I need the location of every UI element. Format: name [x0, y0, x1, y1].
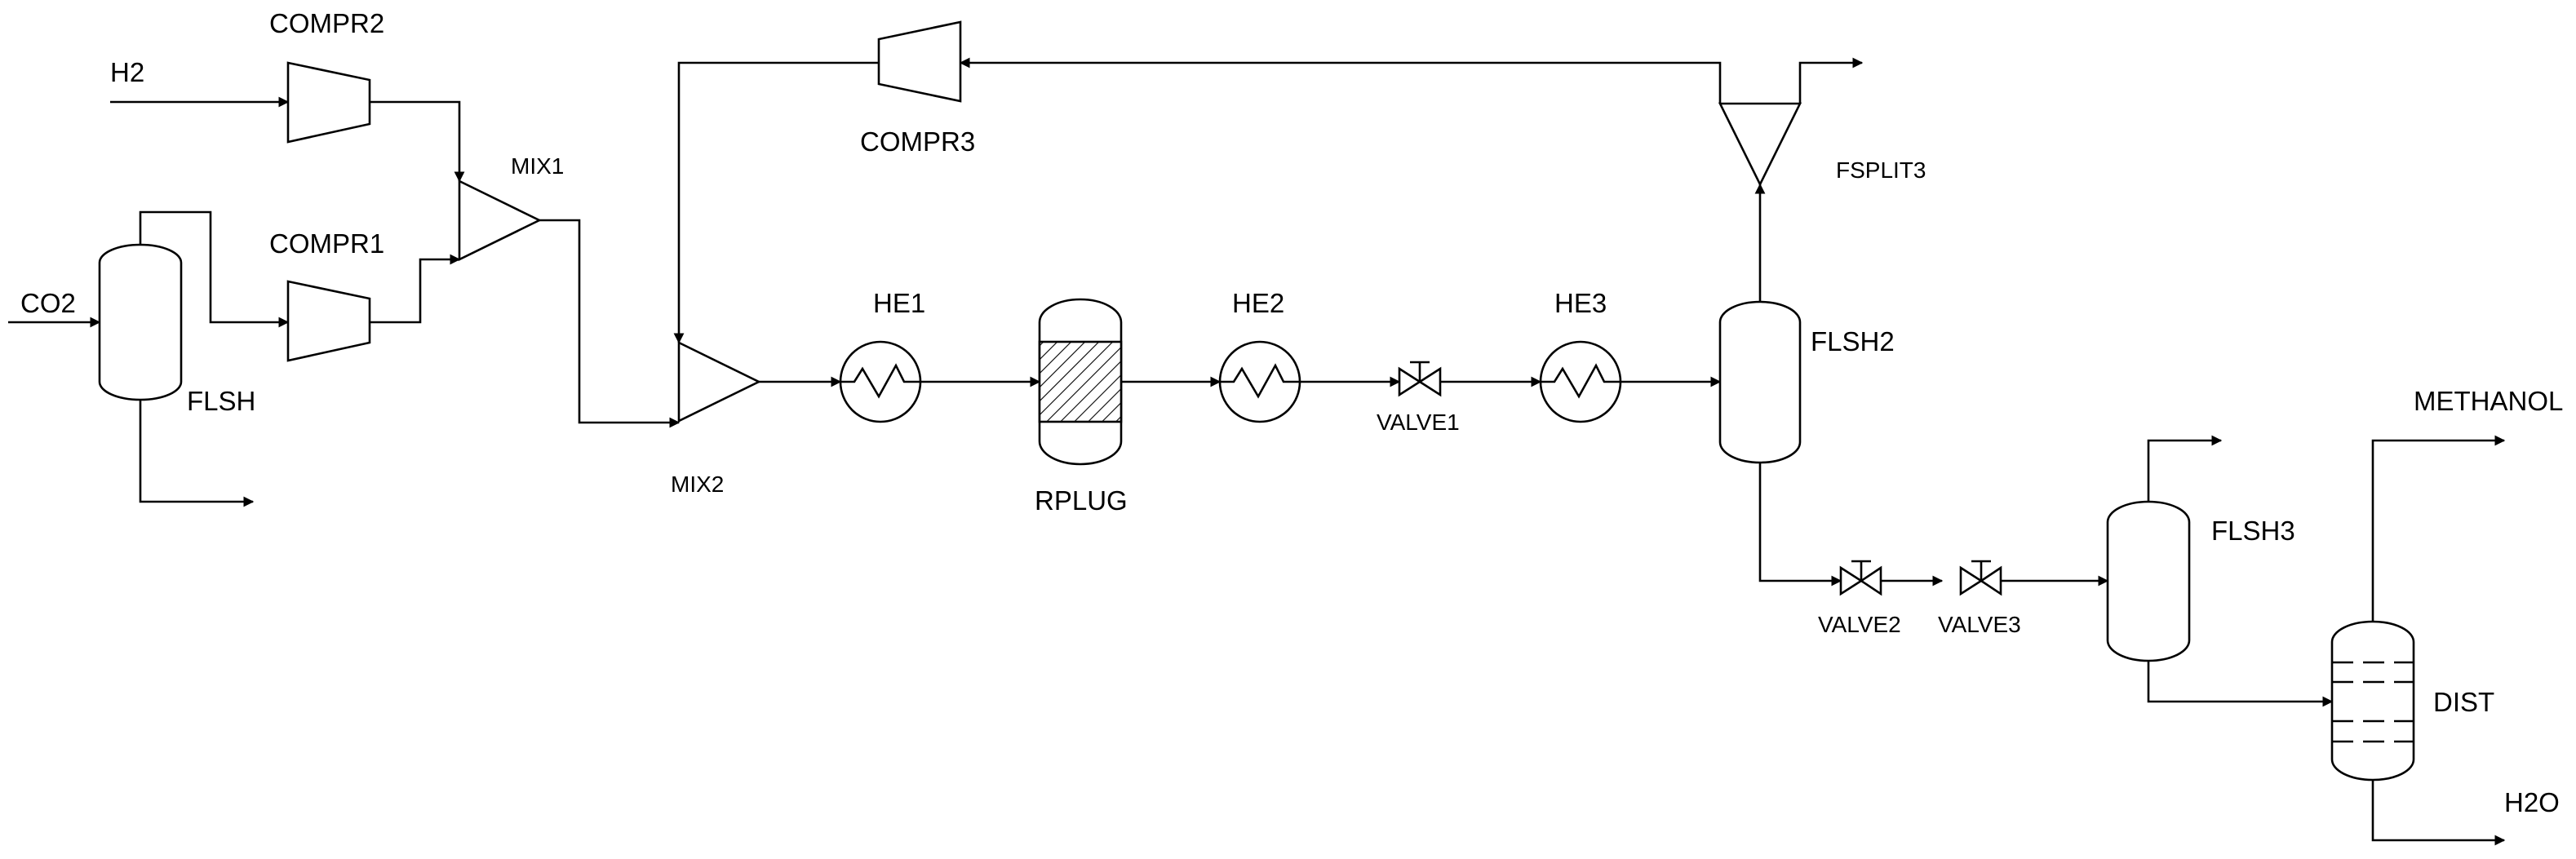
fsplit3-splitter[interactable] — [1718, 102, 1802, 187]
label-valve1: VALVE1 — [1377, 410, 1460, 435]
label-compr2: COMPR2 — [269, 8, 384, 38]
he1-heat-exchanger[interactable] — [839, 340, 922, 423]
label-co2: CO2 — [20, 288, 76, 318]
label-valve2: VALVE2 — [1818, 612, 1901, 637]
label-mix2: MIX2 — [671, 472, 724, 497]
stream-water[interactable] — [2371, 780, 2506, 846]
rplug-reactor[interactable] — [1038, 298, 1123, 466]
label-he3: HE3 — [1554, 288, 1607, 318]
stream-flsh-liquid[interactable] — [139, 400, 255, 507]
stream-flsh3-vapor[interactable] — [2147, 435, 2223, 502]
compr2-compressor[interactable] — [286, 61, 371, 144]
label-he2: HE2 — [1232, 288, 1284, 318]
flsh2-vessel[interactable] — [1718, 300, 1802, 464]
stream-flsh-vapor[interactable] — [139, 210, 290, 328]
valve1-valve[interactable] — [1398, 361, 1442, 397]
label-he1: HE1 — [873, 288, 925, 318]
he2-heat-exchanger[interactable] — [1218, 340, 1301, 423]
label-flsh3: FLSH3 — [2211, 516, 2295, 546]
label-h2: H2 — [110, 57, 144, 87]
stream-recycle-to-mix2[interactable] — [673, 61, 879, 344]
he3-heat-exchanger[interactable] — [1539, 340, 1622, 423]
label-flsh2: FLSH2 — [1811, 326, 1895, 356]
label-flsh: FLSH — [187, 386, 255, 416]
label-rplug: RPLUG — [1035, 485, 1128, 516]
stream-methanol[interactable] — [2371, 435, 2506, 622]
labels: H2 CO2 COMPR2 COMPR1 MIX1 COMPR3 MIX2 FL… — [20, 8, 2563, 817]
valve2-valve[interactable] — [1839, 560, 1882, 596]
label-methanol: METHANOL — [2414, 386, 2563, 416]
stream-compr1-out[interactable] — [370, 254, 461, 324]
compr1-compressor[interactable] — [286, 280, 371, 362]
dist-column[interactable] — [2330, 620, 2415, 782]
label-h2o: H2O — [2504, 787, 2560, 817]
compr3-compressor[interactable] — [877, 20, 962, 103]
flsh3-vessel[interactable] — [2106, 500, 2191, 662]
label-compr1: COMPR1 — [269, 228, 384, 259]
label-dist: DIST — [2433, 687, 2494, 717]
streams — [8, 57, 2506, 846]
mix1-mixer[interactable] — [458, 179, 542, 262]
mix2-mixer[interactable] — [677, 340, 761, 423]
label-mix1: MIX1 — [511, 153, 564, 179]
label-fsplit3: FSPLIT3 — [1836, 157, 1926, 183]
stream-purge[interactable] — [1798, 57, 1864, 104]
stream-mix1-out[interactable] — [539, 219, 681, 428]
valve3-valve[interactable] — [1959, 560, 2002, 596]
flsh-vessel[interactable] — [98, 243, 183, 401]
stream-flsh3-liquid[interactable] — [2147, 661, 2334, 707]
label-compr3: COMPR3 — [860, 126, 975, 157]
stream-compr2-out[interactable] — [370, 100, 465, 183]
stream-flsh2-liquid[interactable] — [1758, 463, 1842, 587]
label-valve3: VALVE3 — [1938, 612, 2021, 637]
stream-recycle[interactable] — [959, 57, 1722, 104]
